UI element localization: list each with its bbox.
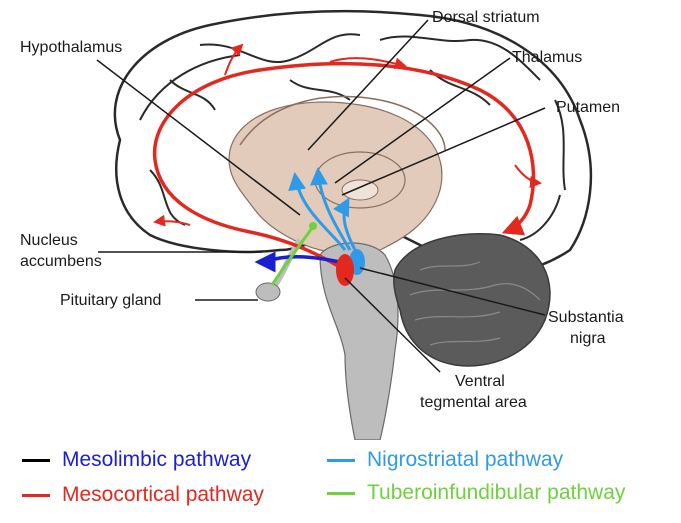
mesocortical-branch-2 [329, 57, 407, 70]
corpus-callosum [239, 95, 446, 151]
label-pituitary-gland: Pituitary gland [60, 292, 161, 309]
label-substantia-nigra-2: nigra [570, 330, 606, 347]
cerebellum [393, 233, 551, 367]
legend-nigrostriatal: Nigrostriatal pathway [327, 448, 563, 472]
nigrostriatal-pathway-line-1 [288, 172, 347, 251]
label-nucleus-accumbens-1: Nucleus [20, 232, 78, 249]
brainstem [319, 242, 399, 440]
label-ventral-tegmental-1: Ventral [455, 373, 505, 390]
label-nucleus-accumbens-2: accumbens [20, 253, 102, 270]
tuberoinfundibular-pathway-line [270, 227, 314, 286]
mesolimbic-pathway-line [254, 251, 341, 273]
label-dorsal-striatum: Dorsal striatum [432, 9, 540, 26]
pituitary-gland-shape [255, 282, 281, 302]
tuberoinfundibular-origin [309, 222, 317, 230]
label-ventral-tegmental-2: tegmental area [420, 394, 527, 411]
label-putamen: Putamen [556, 99, 620, 116]
mesocortical-branch-1 [224, 43, 244, 76]
label-thalamus: Thalamus [512, 49, 582, 66]
legend-mesolimbic: Mesolimbic pathway [22, 448, 251, 472]
ventral-tegmental-area-shape [336, 254, 354, 286]
label-hypothalamus: Hypothalamus [20, 39, 122, 56]
legend-swatch-nigrostriatal [327, 458, 355, 462]
legend-swatch-mesocortical [22, 493, 50, 497]
brain-diagram: Dorsal striatum Hypothalamus Thalamus Pu… [20, 9, 624, 440]
mesocortical-branch-3 [514, 164, 542, 188]
legend-tuberoinfundibular: Tuberoinfundibular pathway [327, 481, 625, 505]
mesocortical-branch-4 [153, 214, 191, 227]
legend-swatch-mesolimbic [22, 458, 50, 462]
mesocortical-pathway-line [152, 61, 536, 272]
cerebellum-folia [409, 261, 541, 346]
legend-label-tuberoinfundibular: Tuberoinfundibular pathway [367, 481, 626, 504]
legend-label-mesocortical: Mesocortical pathway [62, 483, 264, 506]
legend-mesocortical: Mesocortical pathway [22, 483, 264, 507]
nigrostriatal-pathway-line-3 [333, 197, 357, 251]
label-leader-lines [96, 19, 546, 373]
nigrostriatal-pathway-line-2 [310, 167, 352, 251]
legend-label-mesolimbic: Mesolimbic pathway [62, 448, 252, 471]
legend-label-nigrostriatal: Nigrostriatal pathway [367, 448, 564, 471]
putamen-shape [341, 179, 379, 201]
legend-swatch-tuberoinfundibular [327, 491, 355, 495]
label-substantia-nigra-1: Substantia [548, 309, 624, 326]
